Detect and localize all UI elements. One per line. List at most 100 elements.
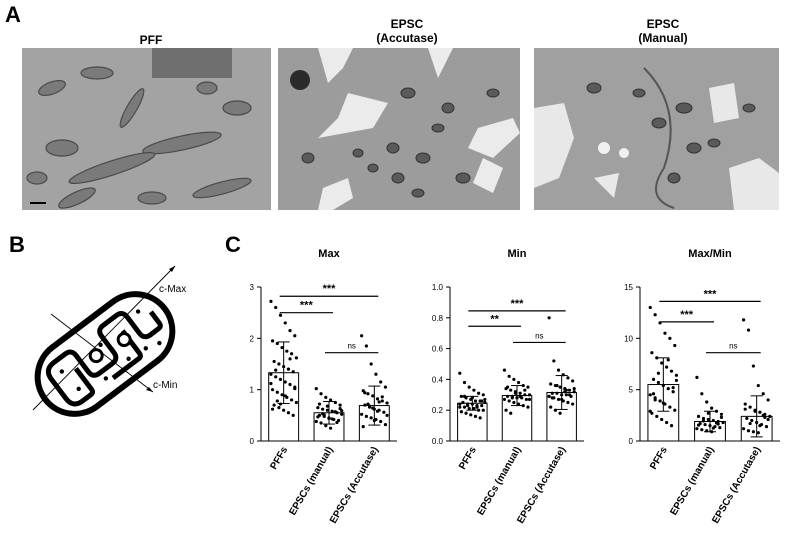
data-point: [291, 413, 295, 417]
data-point: [674, 378, 679, 383]
data-point: [555, 383, 559, 388]
data-point: [385, 413, 389, 417]
data-point: [280, 345, 284, 350]
data-point: [567, 393, 572, 397]
data-point: [478, 416, 482, 420]
data-point: [750, 418, 754, 423]
x-category-label: EPSCs (Accutase): [328, 445, 381, 526]
x-category-label: EPSCs (manual): [475, 445, 523, 517]
data-point: [371, 394, 375, 398]
data-point: [458, 371, 462, 375]
data-point: [655, 356, 659, 360]
image-title-manual-line1: EPSC: [646, 17, 680, 31]
data-point: [716, 422, 720, 426]
x-category-label: EPSCs (manual): [668, 445, 716, 517]
data-point: [286, 411, 291, 415]
data-point: [653, 313, 657, 317]
em-image-epsc-accutase: [278, 48, 520, 210]
data-point: [369, 362, 373, 366]
data-point: [293, 334, 297, 338]
data-point: [330, 409, 334, 413]
data-point: [549, 405, 553, 409]
data-point: [696, 423, 701, 427]
data-point: [561, 373, 565, 377]
data-point: [651, 377, 656, 381]
data-point: [564, 388, 568, 392]
data-point: [470, 396, 474, 400]
data-point: [527, 393, 532, 397]
data-point: [650, 351, 654, 355]
data-point: [282, 408, 286, 412]
data-point: [369, 416, 373, 420]
data-point: [509, 388, 513, 392]
data-point: [506, 394, 510, 398]
data-point: [515, 396, 519, 400]
min-axis-line: [50, 313, 154, 393]
data-point: [480, 399, 484, 403]
data-point: [766, 398, 770, 402]
data-point: [572, 390, 576, 394]
data-point: [751, 430, 755, 434]
data-point: [516, 402, 521, 406]
data-point: [364, 344, 368, 348]
image-title-pff-line1: PFF: [139, 33, 163, 47]
data-point: [656, 371, 661, 375]
data-point: [706, 411, 710, 415]
data-point: [556, 397, 561, 402]
data-point: [705, 429, 709, 433]
data-point: [748, 405, 752, 409]
significance-label: ***: [704, 288, 718, 300]
data-point: [564, 393, 568, 397]
x-category-label: EPSCs (Accutase): [710, 445, 763, 526]
data-point: [483, 397, 487, 402]
data-point: [269, 372, 273, 376]
mitochondrion-diagram: c-Max c-Min: [32, 265, 186, 417]
panel-letter-c: C: [225, 232, 241, 257]
data-point: [746, 328, 751, 332]
data-point: [552, 359, 556, 363]
y-tick-label: 1: [250, 386, 255, 395]
data-point: [324, 424, 328, 428]
data-point: [467, 385, 471, 389]
data-point: [510, 396, 514, 400]
data-point: [547, 394, 551, 398]
chart-title: Max/Min: [688, 248, 732, 260]
data-point: [708, 424, 712, 428]
data-point: [275, 390, 279, 394]
data-point: [290, 398, 294, 402]
data-point: [763, 415, 767, 419]
data-point: [335, 420, 339, 425]
data-point: [768, 414, 772, 418]
data-point: [700, 392, 704, 396]
data-point: [553, 408, 558, 412]
data-point: [743, 402, 747, 406]
data-point: [566, 376, 570, 380]
data-point: [314, 387, 318, 391]
data-point: [278, 313, 283, 317]
y-tick-label: 3: [250, 283, 255, 292]
data-point: [507, 399, 511, 403]
data-point: [328, 426, 333, 430]
data-point: [656, 380, 661, 385]
data-point: [379, 380, 383, 384]
data-point: [459, 394, 463, 398]
data-point: [758, 424, 762, 428]
data-point: [566, 400, 570, 405]
image-title-epsc-accutase: EPSC (Accutase): [278, 17, 536, 45]
data-point: [661, 401, 665, 405]
data-point: [648, 305, 652, 310]
data-point: [701, 416, 706, 421]
data-point: [277, 362, 281, 366]
image-title-accutase-line1: EPSC: [390, 17, 424, 31]
data-point: [523, 388, 527, 392]
data-point: [383, 422, 388, 427]
data-point: [509, 411, 513, 415]
y-tick-label: 5: [629, 386, 634, 395]
data-point: [269, 299, 273, 303]
y-tick-label: 0.2: [432, 406, 444, 415]
significance-label: ns: [535, 331, 543, 340]
data-point: [363, 391, 367, 395]
data-point: [472, 407, 476, 411]
data-point: [502, 368, 507, 372]
data-point: [314, 419, 318, 424]
